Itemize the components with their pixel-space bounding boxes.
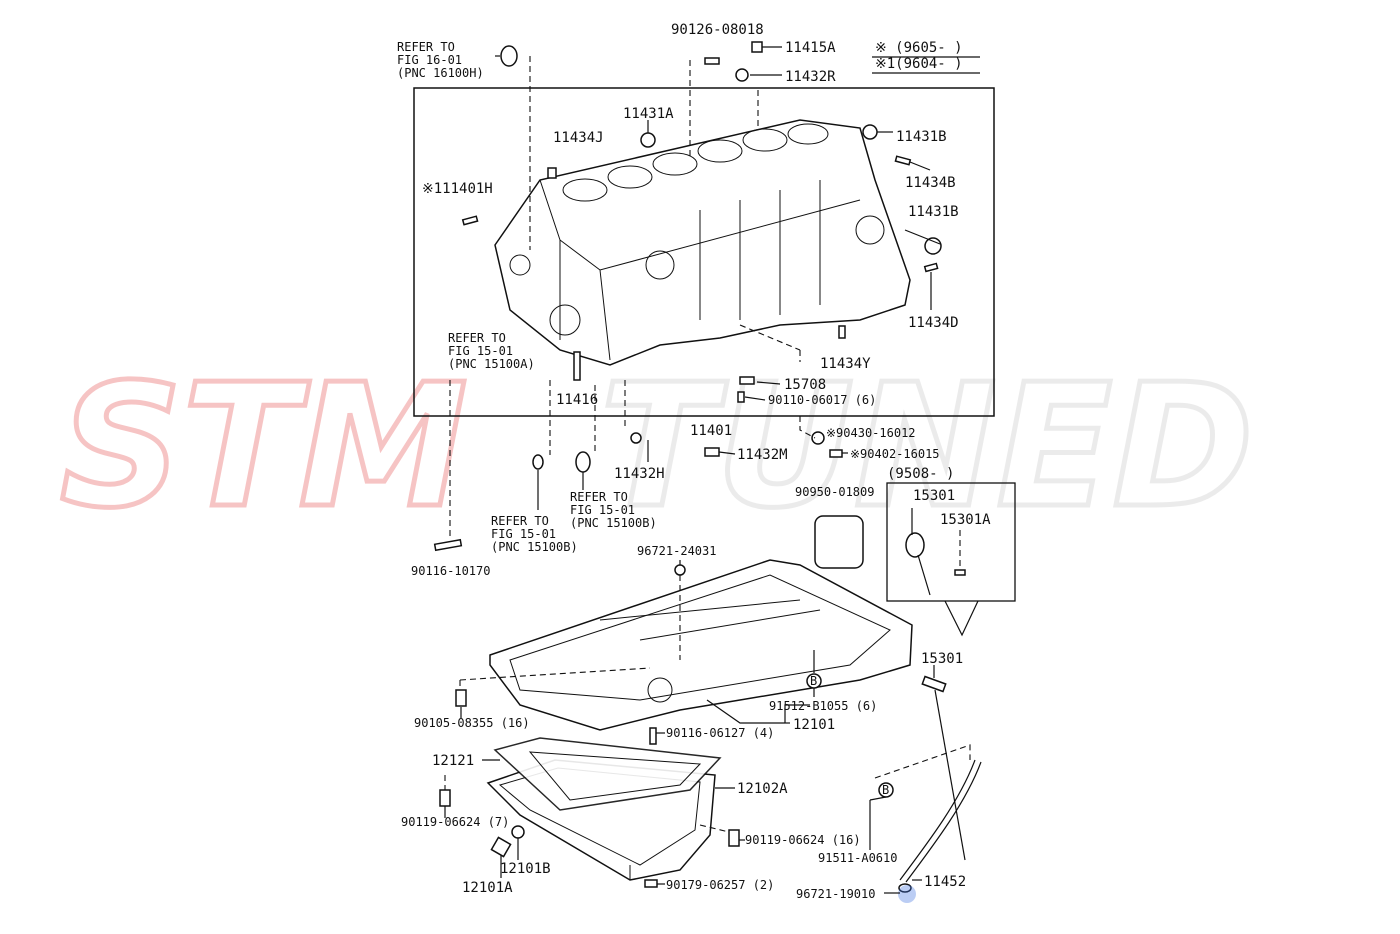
- part-11434d[interactable]: 11434D: [908, 315, 959, 331]
- part-91511-a0610[interactable]: 91511-A0610: [818, 851, 897, 865]
- part-11431b-mid[interactable]: 11431B: [908, 204, 959, 220]
- date-legend: ※ (9605- ) ※1(9604- ): [872, 40, 980, 74]
- part-11415a[interactable]: 11415A: [785, 40, 836, 56]
- oil-pan-lower[interactable]: [486, 737, 722, 881]
- part-90179-06257[interactable]: 90179-06257 (2): [666, 878, 774, 892]
- part-11431b-top[interactable]: 11431B: [896, 129, 947, 145]
- part-90126-08018[interactable]: 90126-08018: [671, 22, 764, 38]
- part-90950-01809[interactable]: 90950-01809: [795, 485, 874, 499]
- inset-label-15301a: 15301A: [940, 512, 991, 528]
- part-96721-24031[interactable]: 96721-24031: [637, 544, 716, 558]
- part-11434j[interactable]: 11434J: [553, 130, 604, 146]
- part-15301[interactable]: 15301: [921, 651, 963, 667]
- part-11432r[interactable]: 11432R: [785, 69, 836, 85]
- part-11401[interactable]: 11401: [690, 423, 732, 439]
- refer-to-fig-16-01[interactable]: REFER TO FIG 16-01 (PNC 16100H): [397, 40, 484, 80]
- cylinder-block[interactable]: [494, 119, 911, 366]
- ref-15-01a-line2: FIG 15-01: [448, 344, 513, 358]
- lower-leader-lines: [444, 650, 935, 894]
- part-12121[interactable]: 12121: [432, 753, 474, 769]
- oil-pan-upper[interactable]: [489, 559, 913, 731]
- part-labels: 90126-08018 11415A 11432R 11431A 11434J …: [401, 22, 966, 901]
- part-11432m[interactable]: 11432M: [737, 447, 788, 463]
- cylinder-block-frame: [413, 87, 995, 417]
- refer-to-fig-15-01-a[interactable]: REFER TO FIG 15-01 (PNC 15100A): [448, 331, 535, 371]
- leader-lines: [449, 46, 941, 540]
- part-90105-08355[interactable]: 90105-08355 (16): [414, 716, 530, 730]
- part-90119-06624-16[interactable]: 90119-06624 (16): [745, 833, 861, 847]
- part-90116-10170[interactable]: 90116-10170: [411, 564, 490, 578]
- watermark-brand-a: STM: [60, 348, 468, 546]
- seal-packing: [814, 515, 864, 569]
- part-12102a[interactable]: 12102A: [737, 781, 788, 797]
- watermark: STM TUNED: [58, 346, 1257, 549]
- ref-15-01a-line1: REFER TO: [448, 331, 506, 345]
- dipstick-assembly[interactable]: [874, 675, 982, 893]
- mark-b-upper: B: [810, 674, 817, 688]
- ref-15-01b1-line2: FIG 15-01: [491, 527, 556, 541]
- refer-to-fig-15-01-b1[interactable]: REFER TO FIG 15-01 (PNC 15100B): [491, 514, 578, 554]
- part-11416[interactable]: 11416: [556, 392, 598, 408]
- part-90119-06624-7[interactable]: 90119-06624 (7): [401, 815, 509, 829]
- part-11434y[interactable]: 11434Y: [820, 356, 871, 372]
- part-12101[interactable]: 12101: [793, 717, 835, 733]
- dipstick-inset: (9508- ) 15301 15301A: [886, 466, 1016, 637]
- legend-row-1: ※ (9605- ): [875, 40, 963, 56]
- ref-15-01b1-line3: (PNC 15100B): [491, 540, 578, 554]
- ref-16-01-line2: FIG 16-01: [397, 53, 462, 67]
- part-12101a[interactable]: 12101A: [462, 880, 513, 896]
- part-90430-16012[interactable]: ※90430-16012: [826, 426, 916, 440]
- part-11434b[interactable]: 11434B: [905, 175, 956, 191]
- part-90116-06127[interactable]: 90116-06127 (4): [666, 726, 774, 740]
- refer-to-fig-15-01-b2[interactable]: REFER TO FIG 15-01 (PNC 15100B): [570, 490, 657, 530]
- ref-16-01-line1: REFER TO: [397, 40, 455, 54]
- part-11432h[interactable]: 11432H: [614, 466, 665, 482]
- ref-15-01a-line3: (PNC 15100A): [448, 357, 535, 371]
- highlight-marker[interactable]: [898, 885, 916, 903]
- ref-16-01-line3: (PNC 16100H): [397, 66, 484, 80]
- inset-label-15301: 15301: [913, 488, 955, 504]
- part-91512-b1055[interactable]: 91512-B1055 (6): [769, 699, 877, 713]
- legend-row-2: ※1(9604- ): [875, 56, 963, 72]
- block-small-parts: [433, 41, 942, 552]
- part-11431a[interactable]: 11431A: [623, 106, 674, 122]
- ref-15-01b2-line1: REFER TO: [570, 490, 628, 504]
- part-15708[interactable]: 15708: [784, 377, 826, 393]
- inset-date: (9508- ): [887, 466, 954, 482]
- mark-b-lower: B: [882, 783, 889, 797]
- ref-15-01b2-line3: (PNC 15100B): [570, 516, 657, 530]
- watermark-brand-b: TUNED: [600, 348, 1254, 546]
- part-90402-16015[interactable]: ※90402-16015: [850, 447, 940, 461]
- part-12101b[interactable]: 12101B: [500, 861, 551, 877]
- lower-small-parts: [439, 673, 894, 888]
- part-11401h[interactable]: ※111401H: [422, 181, 493, 197]
- part-96721-19010[interactable]: 96721-19010: [796, 887, 875, 901]
- ref-15-01b1-line1: REFER TO: [491, 514, 549, 528]
- ref-15-01b2-line2: FIG 15-01: [570, 503, 635, 517]
- part-90110-06017[interactable]: 90110-06017 (6): [768, 393, 876, 407]
- part-11452[interactable]: 11452: [924, 874, 966, 890]
